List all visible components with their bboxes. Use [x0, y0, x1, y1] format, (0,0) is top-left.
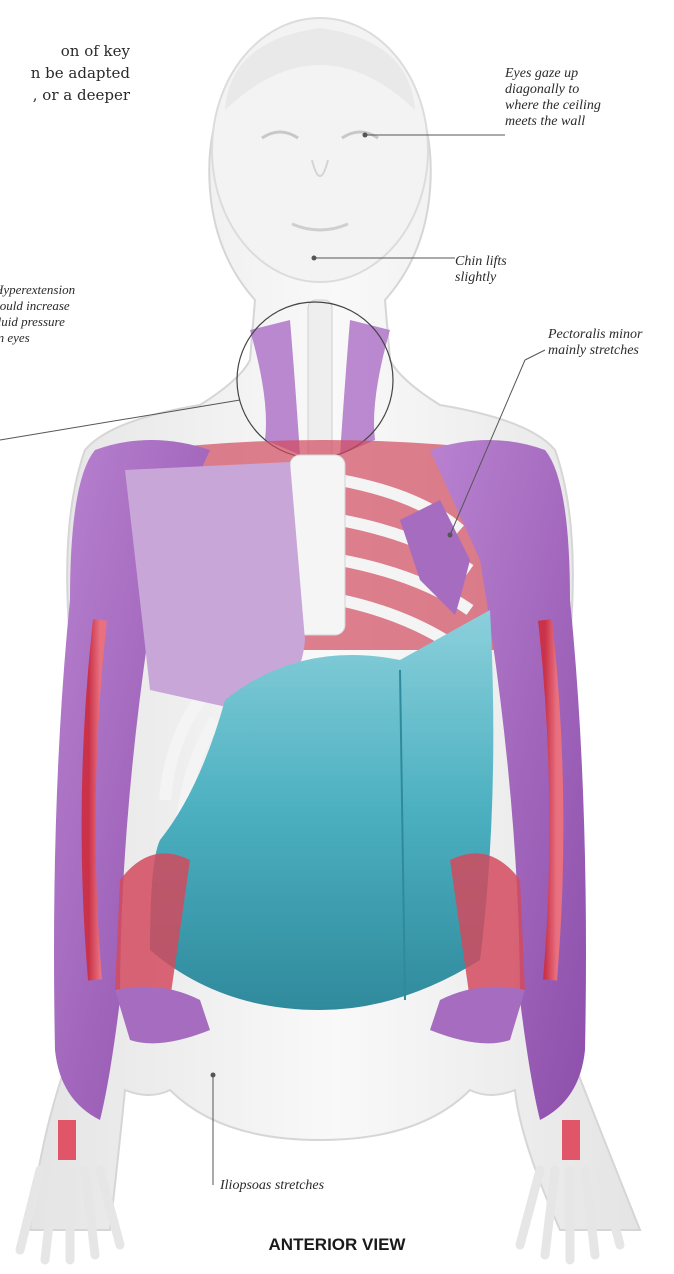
chin-line-2: slightly	[455, 270, 507, 286]
hyperextension-line-3: fluid pressure	[0, 314, 75, 330]
eyes-line-2: diagonally to	[505, 82, 601, 98]
pectoralis-annotation: Pectoralis minor mainly stretches	[548, 327, 643, 359]
eyes-line-1: Eyes gaze up	[505, 66, 601, 82]
eyes-line-4: meets the wall	[505, 114, 601, 130]
eyes-line-3: where the ceiling	[505, 98, 601, 114]
chin-annotation: Chin lifts slightly	[455, 254, 507, 286]
view-title: ANTERIOR VIEW	[0, 1235, 674, 1255]
intro-line-1: on of key	[0, 40, 130, 62]
iliopsoas-line-1: Iliopsoas stretches	[220, 1178, 324, 1194]
intro-line-2: n be adapted	[0, 62, 130, 84]
pectoralis-line-1: Pectoralis minor	[548, 327, 643, 343]
hyperextension-line-2: could increase	[0, 298, 75, 314]
hyperextension-annotation: Hyperextension could increase fluid pres…	[0, 282, 75, 346]
pectoralis-line-2: mainly stretches	[548, 343, 643, 359]
intro-line-3: , or a deeper	[0, 84, 130, 106]
eyes-annotation: Eyes gaze up diagonally to where the cei…	[505, 66, 601, 130]
iliopsoas-annotation: Iliopsoas stretches	[220, 1178, 324, 1194]
hyperextension-line-1: Hyperextension	[0, 282, 75, 298]
hyperextension-line-4: in eyes	[0, 330, 75, 346]
head	[212, 18, 428, 282]
intro-text: on of key n be adapted , or a deeper	[0, 40, 130, 106]
chin-line-1: Chin lifts	[455, 254, 507, 270]
